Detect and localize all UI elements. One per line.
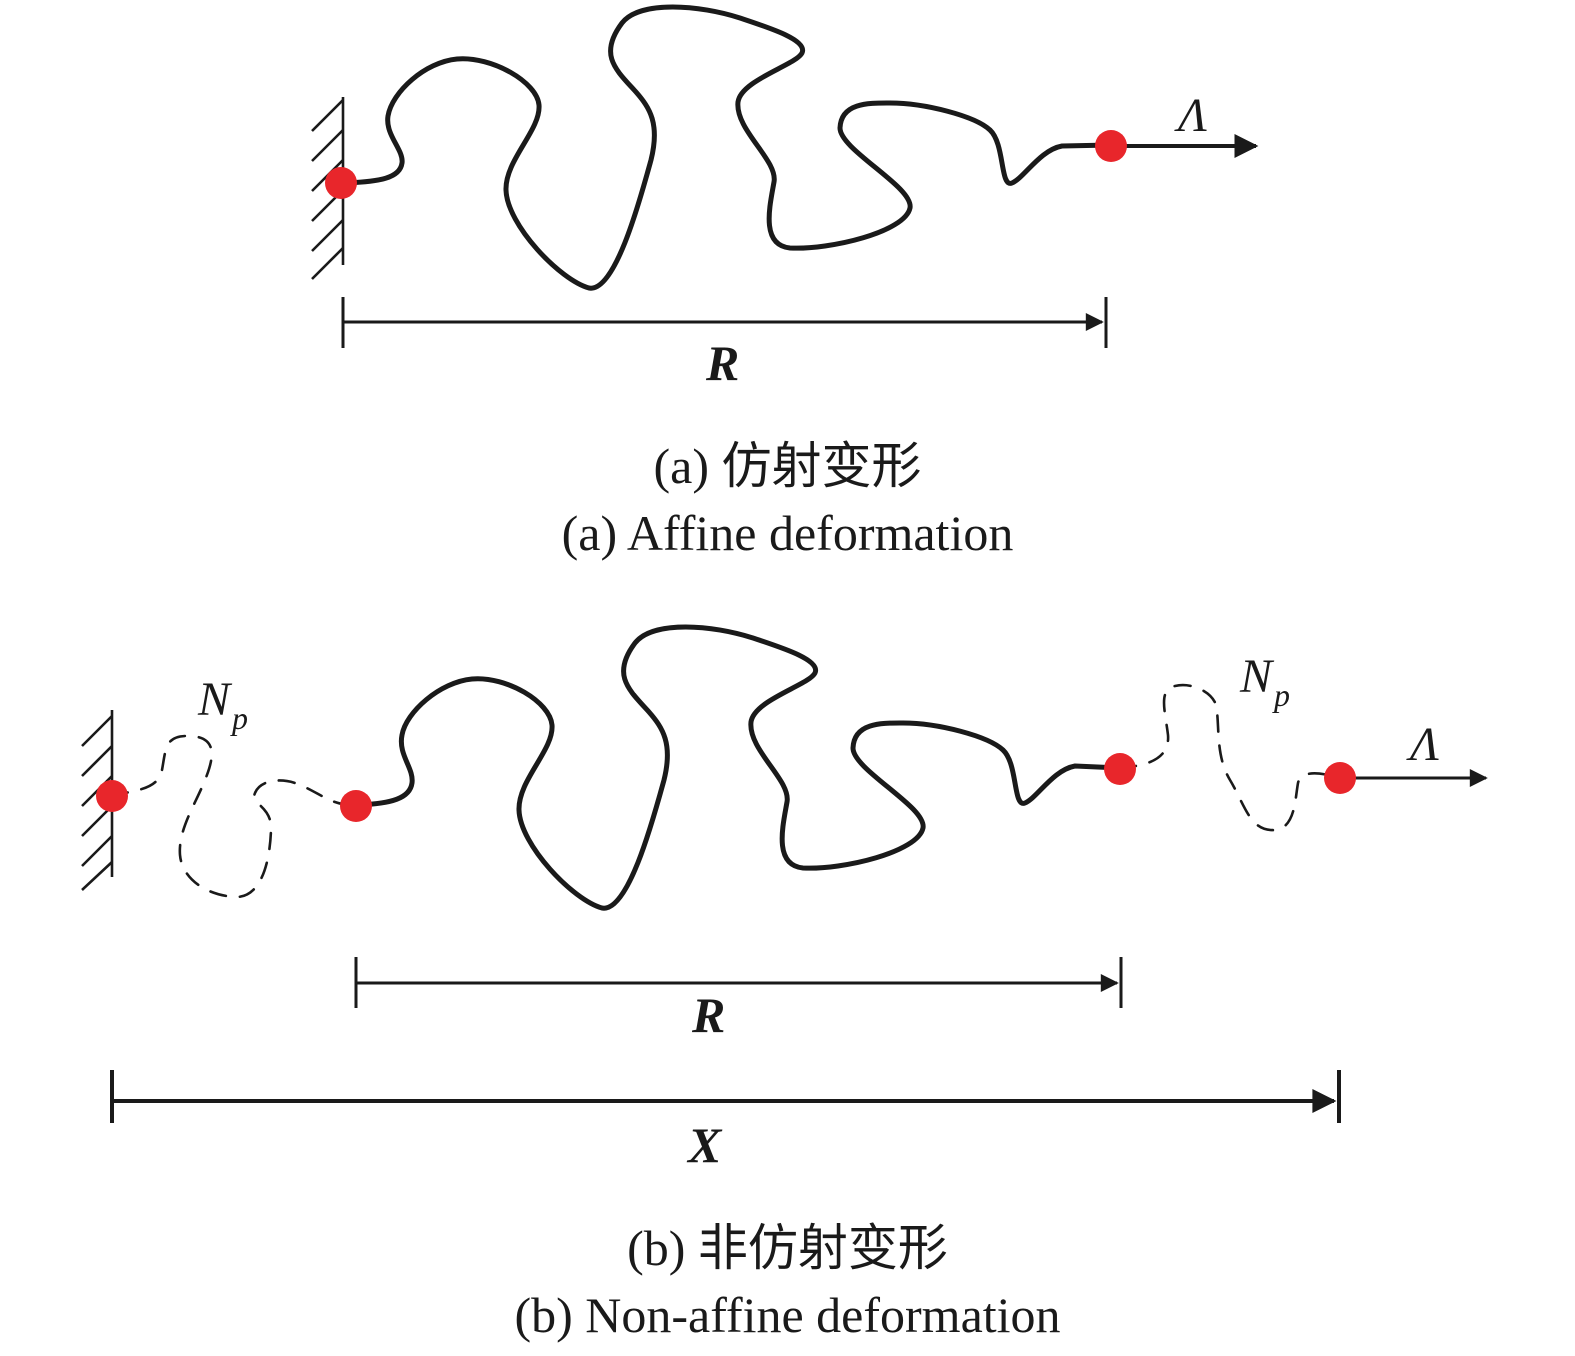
wall-b [81,710,114,891]
np-label-left-main: N [197,673,233,726]
np-label-left-sub: p [230,700,248,736]
chain-end-node-left-b [340,790,372,822]
dashed-segment-right-b [1118,683,1342,832]
np-label-right-sub: p [1272,677,1290,713]
caption-b-zh: (b) 非仿射变形 [627,1220,948,1276]
chain-end-node-right-a [1095,130,1127,162]
lambda-label-b: Λ [1406,718,1439,771]
polymer-chain-a [340,4,1114,291]
np-label-right: Np [1239,650,1290,713]
caption-a-zh: (a) 仿射变形 [653,438,922,494]
dimension-x-b [110,1070,1341,1123]
x-label-b: X [686,1117,723,1173]
chain-end-node-right-b [1104,753,1136,785]
caption-a-en: (a) Affine deformation [561,505,1014,561]
lambda-label-a: Λ [1174,89,1207,142]
caption-b-en: (b) Non-affine deformation [514,1287,1061,1343]
chain-end-node-left-a [325,167,357,199]
dashed-segment-left-b [110,734,358,899]
np-label-left: Np [197,673,248,736]
dimension-r-a [341,297,1108,348]
np-label-right-main: N [1239,650,1275,703]
polymer-chain-b [353,624,1123,911]
panel-a: Λ R [311,4,1259,391]
r-label-b: R [691,987,725,1043]
dimension-r-b [354,957,1123,1008]
panel-b: Λ Np Np R X [81,624,1488,1173]
r-label-a: R [705,335,739,391]
chain-end-node-pull-b [1324,762,1356,794]
chain-end-node-wall-b [96,780,128,812]
